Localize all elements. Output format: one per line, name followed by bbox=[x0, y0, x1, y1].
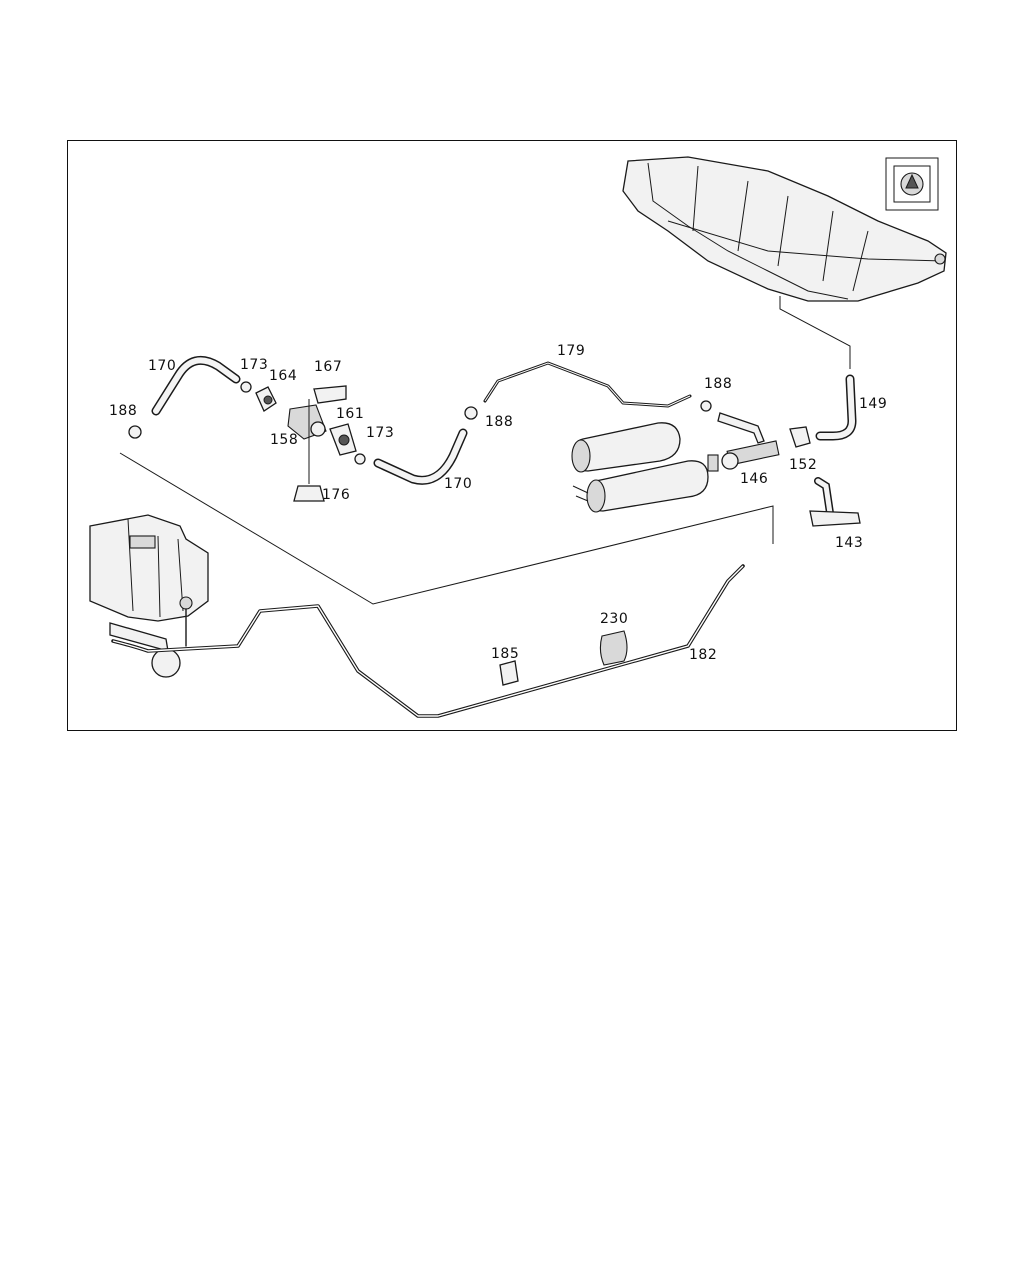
label-143: 143 bbox=[835, 535, 864, 551]
label-179: 179 bbox=[557, 343, 586, 359]
clamp-188-left bbox=[128, 425, 142, 439]
label-167: 167 bbox=[314, 359, 343, 375]
label-158: 158 bbox=[270, 432, 299, 448]
label-161: 161 bbox=[336, 406, 365, 422]
label-170-middle: 170 bbox=[444, 476, 473, 492]
label-146: 146 bbox=[740, 471, 769, 487]
label-185: 185 bbox=[491, 646, 520, 662]
bracket-185 bbox=[499, 660, 519, 686]
label-149: 149 bbox=[859, 396, 888, 412]
parts-diagram bbox=[89, 156, 947, 718]
clamp-188-right bbox=[700, 400, 712, 412]
clamp-173-right bbox=[354, 453, 366, 465]
connector-146 bbox=[717, 412, 780, 470]
fuel-tank bbox=[622, 156, 947, 302]
carbon-canister bbox=[89, 514, 209, 678]
clamp-188-middle bbox=[464, 406, 478, 420]
bracket-167 bbox=[313, 385, 347, 404]
label-164: 164 bbox=[269, 368, 298, 384]
clip-152 bbox=[789, 426, 811, 448]
fuel-filter-pump bbox=[571, 422, 719, 513]
label-188-right: 188 bbox=[704, 376, 733, 392]
label-188-middle: 188 bbox=[485, 414, 514, 430]
hose-143 bbox=[809, 477, 861, 527]
hose-149 bbox=[815, 374, 857, 441]
clamp-173-left bbox=[240, 381, 252, 393]
label-176: 176 bbox=[322, 487, 351, 503]
fuel-pump-badge-icon bbox=[885, 157, 939, 211]
label-152: 152 bbox=[789, 457, 818, 473]
damper-230 bbox=[599, 630, 628, 666]
leader-line-149 bbox=[779, 296, 851, 369]
nut-176 bbox=[293, 485, 325, 502]
leader-line-group bbox=[119, 452, 774, 605]
label-173-left: 173 bbox=[240, 357, 269, 373]
fuel-line-179 bbox=[483, 361, 692, 408]
label-230: 230 bbox=[600, 611, 629, 627]
label-170-left: 170 bbox=[148, 358, 177, 374]
label-182: 182 bbox=[689, 647, 718, 663]
label-173-right: 173 bbox=[366, 425, 395, 441]
label-188-left: 188 bbox=[109, 403, 138, 419]
diagram-frame: 170 173 164 167 179 188 188 188 161 173 … bbox=[67, 140, 957, 731]
